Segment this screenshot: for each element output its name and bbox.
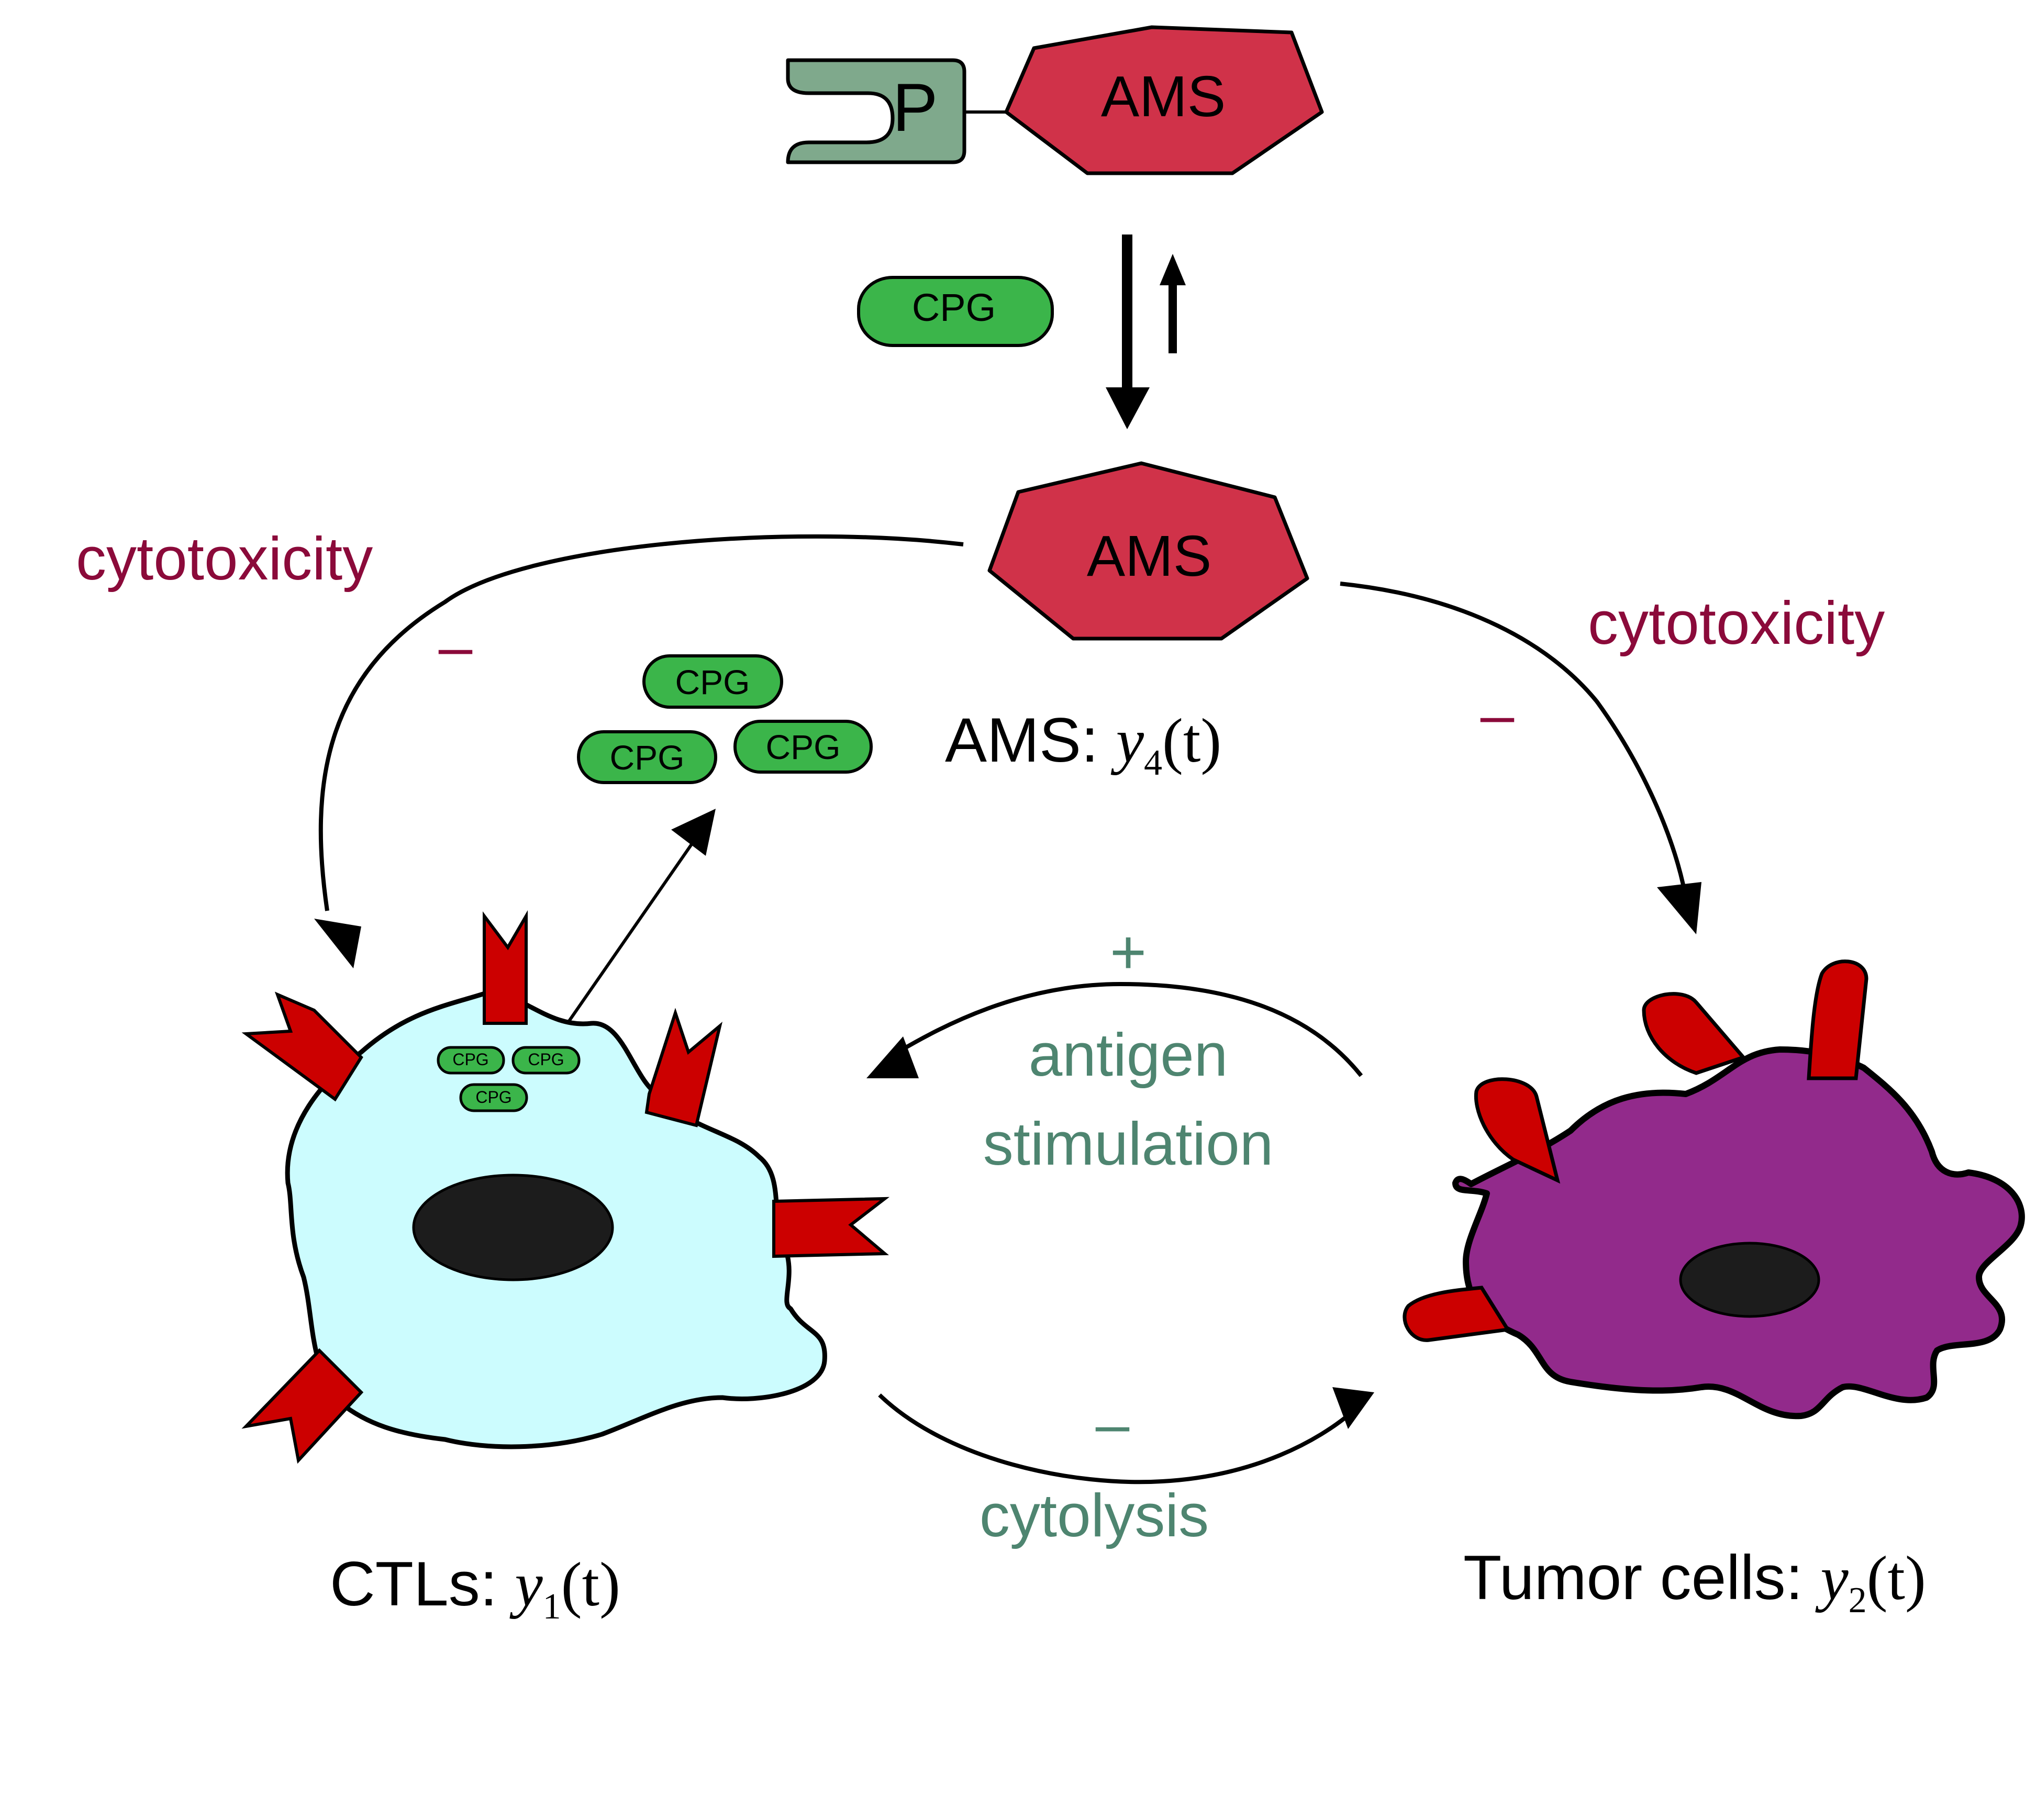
conversion-arrows [1106,235,1186,429]
tumor-cell-body [1452,1046,2025,1420]
free-ams-label: AMS [1087,524,1211,588]
ctl-nucleus [412,1174,614,1281]
ams-variable-label: AMS: y4(t) [945,705,1221,783]
cpg-release-shaft [559,836,698,1035]
cytolysis-minus: – [1096,1390,1130,1458]
cpg-cluster: CPG CPG CPG [577,654,873,784]
prodrug: P AMS [786,25,1324,175]
cpg-cluster-right [733,720,873,774]
activation-arrowhead [1106,387,1150,429]
ctl-receptor-upper-right [644,1008,722,1127]
ctl-variable-subscript: 1 [543,1587,561,1627]
tumor-variable-symbol: y [1815,1543,1849,1613]
prodrug-p-group [786,58,966,164]
cpg-cluster-top [642,654,783,709]
tumor-antigen-lower-left [1403,1286,1511,1342]
ctl-receptor-right [772,1197,890,1258]
cytotoxicity-right-minus: – [1481,680,1515,749]
free-ams: AMS [987,461,1309,641]
cytolysis-label: cytolysis [980,1481,1209,1549]
ctl-variable-prefix: CTLs: [330,1549,515,1619]
cytotoxicity-left-arrow [314,534,964,968]
ams-variable-symbol: y [1110,706,1144,775]
ams-variable-suffix: (t) [1162,706,1221,775]
prodrug-ams-label: AMS [1101,64,1226,129]
cytolysis-arrowhead [1332,1387,1374,1429]
ctl-variable-label: CTLs: y1(t) [330,1549,620,1627]
ctl-receptor-top [483,910,528,1025]
antigen-stimulation-plus: + [1110,917,1147,987]
cytotoxicity-left-minus: – [439,612,473,680]
cpg-cluster-right-label: CPG [765,728,840,766]
cytotoxicity-left-arrowhead [314,919,361,968]
antigen-stimulation-curve [896,981,1363,1077]
cytotoxicity-left-label: cytotoxicity [76,524,373,593]
tumor-antigen-top-right [1807,959,1868,1080]
antigen-stimulation-arrowhead [866,1036,919,1078]
ctl-variable-suffix: (t) [561,1549,620,1619]
prodrug-p-label: P [893,69,938,146]
cpg-enzyme-top: CPG [857,276,1054,347]
tumor-cell [1403,959,2025,1420]
cytotoxicity-right-label: cytotoxicity [1588,589,1885,657]
cpg-cluster-top-label: CPG [675,663,750,701]
ctl-cpg-3 [459,1083,528,1112]
ctl-receptor-upper-left [241,991,363,1102]
tumor-variable-suffix: (t) [1867,1543,1926,1613]
cpg-cluster-left [577,730,717,784]
antigen-stimulation-line1: antigen [1029,1021,1228,1089]
cytotoxicity-left-curve [318,534,964,911]
ctl-cpg-2 [511,1046,581,1075]
ams-variable-subscript: 4 [1144,743,1162,783]
cytotoxicity-right-arrow [1340,582,1701,934]
ctl-variable-symbol: y [509,1549,543,1619]
tumor-antigen-top-mid [1642,992,1747,1075]
cytotoxicity-right-curve [1340,582,1685,885]
antigen-stimulation-line2: stimulation [983,1110,1273,1178]
antigen-stimulation-arrow [866,981,1363,1078]
cpg-release-arrowhead [671,809,716,856]
cpg-cluster-left-label: CPG [609,738,684,777]
cytolysis-arrow [878,1387,1374,1484]
tumor-variable-prefix: Tumor cells: [1463,1543,1820,1613]
tumor-variable-subscript: 2 [1849,1580,1867,1621]
ctl-cell: CPG CPG CPG [241,910,890,1464]
prodrug-ams-heptagon [1004,25,1324,175]
ctl-cpg-1 [437,1046,505,1075]
cpg-enzyme-top-shape [857,276,1054,347]
cytotoxicity-right-arrowhead [1657,882,1701,934]
cytolysis-curve [878,1393,1352,1484]
ctl-receptor-lower-left [241,1348,364,1464]
ctl-cpg-3-label: CPG [475,1088,511,1107]
free-ams-heptagon [987,461,1309,641]
tumor-antigen-upper-left [1474,1077,1561,1184]
cpg-enzyme-top-label: CPG [912,286,996,329]
cpg-release-arrow [559,809,716,1035]
ctl-cpg-2-label: CPG [528,1050,564,1069]
reverse-arrowhead [1160,254,1186,285]
ctl-cpg-1-label: CPG [452,1050,488,1069]
tumor-nucleus [1679,1242,1820,1318]
ams-variable-prefix: AMS: [945,705,1116,775]
tumor-variable-label: Tumor cells: y2(t) [1463,1543,1926,1621]
